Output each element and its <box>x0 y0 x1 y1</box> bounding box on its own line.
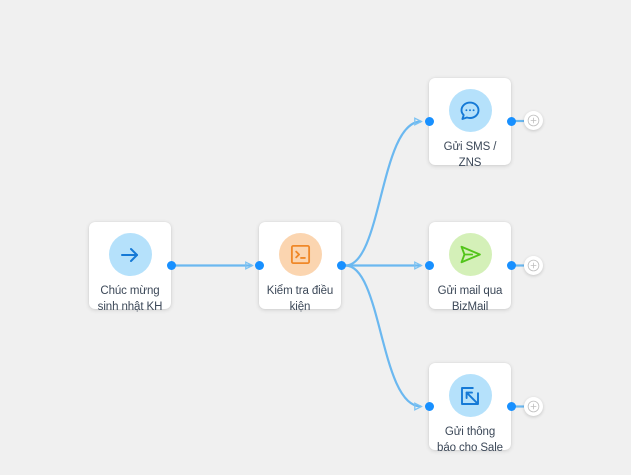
node-condition-check[interactable]: Kiểm tra điều kiện <box>259 222 341 313</box>
node-send-sms-zns[interactable]: Gửi SMS / ZNS <box>429 78 511 169</box>
node-label-line1: Gửi SMS / <box>443 141 497 153</box>
paper-plane-icon <box>448 233 492 276</box>
node-label-line1: Kiểm tra điều <box>266 285 334 297</box>
node-label-line2: kiện <box>289 301 311 313</box>
port-out-send-mail-bizmail[interactable] <box>507 261 516 270</box>
node-label-line2: ZNS <box>458 157 482 169</box>
port-in-send-sms-zns[interactable] <box>425 117 434 126</box>
node-label-line1: Chúc mừng <box>100 285 160 297</box>
port-in-send-mail-bizmail[interactable] <box>425 261 434 270</box>
add-node-button-after-sms[interactable] <box>524 111 543 130</box>
node-label: Gửi thông báo cho Sale <box>432 424 508 456</box>
port-out-trigger[interactable] <box>167 261 176 270</box>
node-label: Gửi SMS / ZNS <box>432 139 508 171</box>
node-trigger-birthday[interactable]: Chúc mừng sinh nhật KH <box>89 222 171 313</box>
node-label-line2: báo cho Sale <box>437 442 503 454</box>
node-send-mail-bizmail[interactable]: Gửi mail qua BizMail <box>429 222 511 313</box>
add-node-button-after-notify[interactable] <box>524 397 543 416</box>
chat-bubble-icon <box>448 89 492 132</box>
open-in-window-icon <box>448 374 492 417</box>
plus-circle-icon <box>527 259 540 272</box>
port-out-notify-sale[interactable] <box>507 402 516 411</box>
edge-condition-to-sms <box>345 122 422 267</box>
terminal-icon <box>278 233 322 276</box>
port-in-notify-sale[interactable] <box>425 402 434 411</box>
node-label: Kiểm tra điều kiện <box>262 283 338 315</box>
node-label-line2: sinh nhật KH <box>97 301 163 313</box>
edge-condition-to-notify <box>345 264 422 407</box>
node-label-line1: Gửi thông <box>444 426 496 438</box>
plus-circle-icon <box>527 400 540 413</box>
node-label-line1: Gửi mail qua <box>437 285 503 297</box>
port-out-condition[interactable] <box>337 261 346 270</box>
node-label: Chúc mừng sinh nhật KH <box>92 283 168 315</box>
port-out-send-sms-zns[interactable] <box>507 117 516 126</box>
plus-circle-icon <box>527 114 540 127</box>
port-in-condition[interactable] <box>255 261 264 270</box>
arrow-right-icon <box>108 233 152 276</box>
add-node-button-after-mail[interactable] <box>524 256 543 275</box>
node-notify-sale[interactable]: Gửi thông báo cho Sale <box>429 363 511 454</box>
node-label: Gửi mail qua BizMail <box>432 283 508 315</box>
node-label-line2: BizMail <box>451 301 489 313</box>
